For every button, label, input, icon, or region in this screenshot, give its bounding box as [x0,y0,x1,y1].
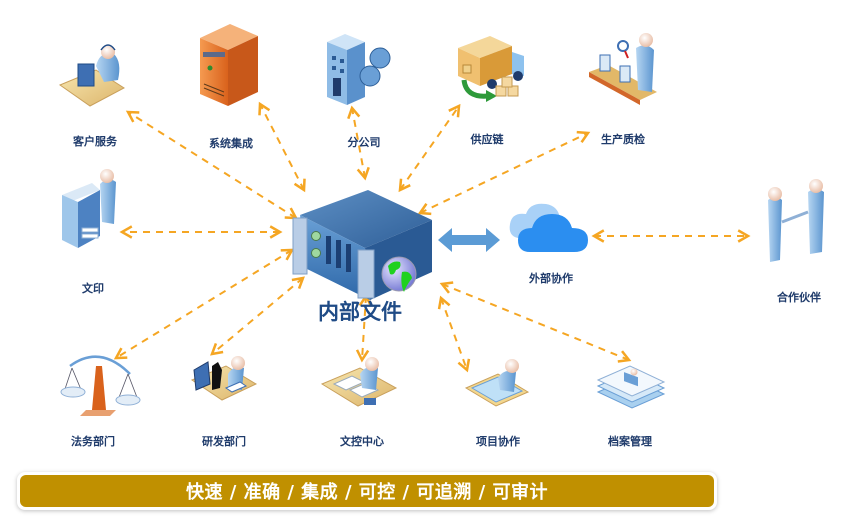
connector-legal-dept [113,248,295,360]
cloud-icon [509,203,588,252]
connector-document-control [355,293,373,363]
center-label: 内部文件 [318,300,402,324]
label-partners: 合作伙伴 [777,291,821,304]
label-branch-office: 分公司 [347,136,381,149]
double-arrow-icon [438,228,500,252]
printer-operator-icon [62,169,116,248]
server-tower-icon [200,24,258,106]
researcher-microscope-icon [190,356,258,401]
justice-scale-icon [60,355,141,416]
label-external-collab: 外部协作 [529,272,573,285]
slogan-banner: 快速 / 准确 / 集成 / 可控 / 可追溯 / 可审计 [20,475,714,507]
office-building-globe-icon [327,34,391,105]
call-center-agent-icon [58,44,125,107]
connector-system-integration [258,101,306,193]
blueprint-designer-icon [464,359,530,407]
connector-production-qc [417,130,591,216]
label-customer-service: 客户服务 [73,135,117,148]
document-desk-icon [320,357,398,407]
label-production-qc: 生产质检 [601,133,645,146]
label-rnd-dept: 研发部门 [202,435,246,448]
label-document-control: 文控中心 [340,435,384,448]
label-archive-mgmt: 档案管理 [608,435,652,448]
document-stack-icon [596,365,666,409]
connector-archive-mgmt [439,281,632,363]
label-project-collab: 项目协作 [476,435,520,448]
connector-supply-chain [398,103,461,193]
label-supply-chain: 供应链 [470,133,504,146]
quality-inspector-icon [589,33,657,105]
label-system-integration: 系统集成 [209,137,253,150]
connector-customer-service [125,110,299,220]
connector-project-collab [437,295,471,373]
label-legal-dept: 法务部门 [71,435,115,448]
connectors [113,101,751,373]
connector-rnd-dept [210,276,305,356]
handshake-partners-icon [768,179,824,262]
banner-frame: 快速 / 准确 / 集成 / 可控 / 可追溯 / 可审计 [17,472,717,510]
delivery-truck-icon [458,36,524,102]
server-globe-icon [292,190,432,300]
label-printing: 文印 [82,282,104,295]
